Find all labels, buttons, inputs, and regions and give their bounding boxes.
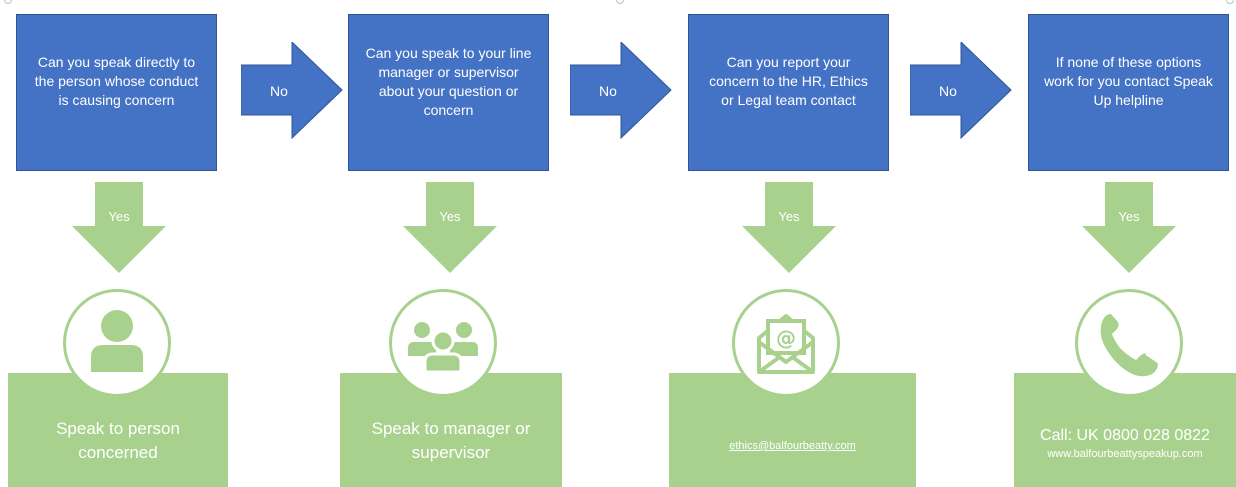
down-arrow-icon	[72, 182, 166, 273]
question-box-1: Can you speak directly to the person who…	[16, 14, 217, 171]
phone-icon	[1100, 313, 1159, 377]
yes-label-3: Yes	[778, 209, 800, 224]
result-text-1: Speak to person concerned	[56, 419, 180, 462]
question-text-1: Can you speak directly to the person who…	[34, 54, 199, 108]
yes-arrow-2: Yes	[402, 182, 498, 274]
no-label-3: No	[939, 82, 957, 99]
svg-text:@: @	[776, 326, 796, 350]
selection-handle	[4, 0, 12, 4]
result-text-2: Speak to manager or supervisor	[371, 419, 531, 462]
yes-label-4: Yes	[1118, 209, 1140, 224]
person-icon	[91, 310, 143, 372]
question-text-2: Can you speak to your line manager or su…	[365, 44, 532, 118]
no-label-2: No	[599, 82, 617, 99]
question-text-3: Can you report your concern to the HR, E…	[709, 54, 868, 108]
phone-circle	[1075, 289, 1183, 397]
down-arrow-icon	[403, 182, 497, 273]
question-box-2: Can you speak to your line manager or su…	[348, 14, 549, 171]
down-arrow-icon	[742, 182, 836, 273]
yes-label-2: Yes	[439, 209, 461, 224]
question-box-4: If none of these options work for you co…	[1028, 14, 1229, 171]
website-link[interactable]: www.balfourbeattyspeakup.com	[1047, 448, 1203, 460]
email-circle: @	[732, 289, 840, 397]
question-text-4: If none of these options work for you co…	[1044, 54, 1213, 108]
no-arrow-1: No	[241, 42, 343, 139]
right-arrow-icon	[570, 42, 672, 139]
person-circle	[63, 289, 171, 397]
envelope-icon: @	[757, 314, 815, 374]
yes-arrow-4: Yes	[1081, 182, 1177, 274]
yes-arrow-3: Yes	[741, 182, 837, 274]
no-arrow-3: No	[910, 42, 1012, 139]
selection-handle	[1226, 0, 1234, 4]
right-arrow-icon	[241, 42, 343, 139]
email-link[interactable]: ethics@balfourbeatty.com	[729, 440, 856, 452]
no-arrow-2: No	[570, 42, 672, 139]
group-circle	[389, 289, 497, 397]
yes-arrow-1: Yes	[71, 182, 167, 274]
down-arrow-icon	[1082, 182, 1176, 273]
selection-handle	[616, 0, 624, 4]
right-arrow-icon	[910, 42, 1012, 139]
no-label-1: No	[270, 82, 288, 99]
phone-number: Call: UK 0800 028 0822	[1040, 427, 1210, 444]
yes-label-1: Yes	[108, 209, 130, 224]
question-box-3: Can you report your concern to the HR, E…	[688, 14, 889, 171]
group-icon	[408, 322, 478, 374]
